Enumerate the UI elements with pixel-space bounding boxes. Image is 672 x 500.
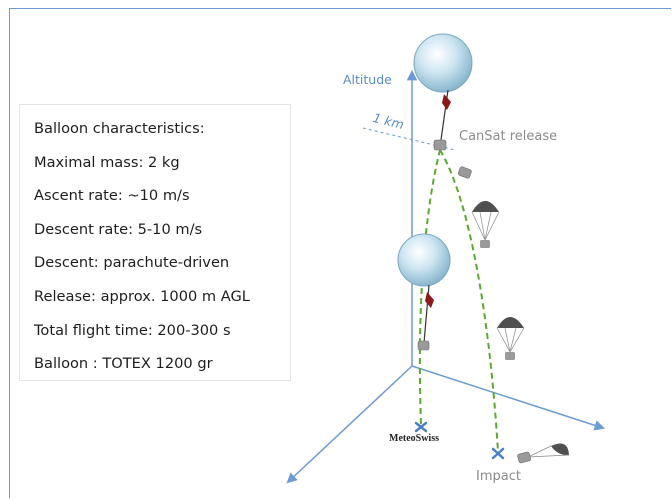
impact-marker-icon [491, 447, 505, 460]
landed-cansat [517, 443, 570, 464]
info-descent-rate: Descent rate: 5-10 m/s [34, 220, 203, 238]
diagram-frame [9, 8, 671, 498]
y-axis [286, 365, 413, 484]
parachute-2-canopy [497, 317, 524, 328]
info-balloon-type: Balloon : TOTEX 1200 gr [34, 355, 213, 373]
parachute-1-lines [471, 211, 500, 241]
balloon-low-gondola [425, 292, 434, 308]
landed-cansat-body [517, 451, 531, 464]
altitude-label: Altitude [343, 72, 392, 87]
cansat-release-label: CanSat release [459, 129, 558, 144]
impact-label: Impact [476, 469, 521, 484]
balloon-top-gondola [442, 94, 451, 110]
x-axis [411, 365, 605, 431]
info-release-altitude: Release: approx. 1000 m AGL [34, 287, 250, 305]
landed-parachute-lines [527, 445, 570, 458]
info-heading: Balloon characteristics: [34, 120, 205, 137]
parachute-2-cansat [505, 352, 515, 360]
parachute-descent-1 [471, 201, 500, 248]
balloon-low-envelope [397, 233, 451, 287]
balloon-top-envelope [413, 33, 473, 93]
cansat-ascending [417, 340, 430, 351]
balloon-ascending [397, 233, 451, 351]
balloon-characteristics-box: Balloon characteristics: Maximal mass: 2… [20, 105, 290, 380]
info-flight-time: Total flight time: 200-300 s [34, 321, 231, 339]
ascent-trajectory [418, 149, 441, 425]
parachute-descent-2 [496, 317, 525, 360]
landed-parachute-canopy [551, 443, 569, 456]
info-ascent-rate: Ascent rate: ~10 m/s [34, 187, 190, 205]
meteoswiss-marker-icon [414, 421, 428, 433]
cansat-at-release [433, 139, 447, 151]
trajectories [418, 149, 499, 453]
cansat-falling [457, 166, 472, 179]
parachute-2-lines [496, 327, 525, 353]
info-descent-type: Descent: parachute-driven [34, 254, 230, 272]
balloon-at-release [413, 33, 473, 151]
info-max-mass: Maximal mass: 2 kg [34, 153, 180, 171]
parachute-1-cansat [480, 240, 490, 248]
meteoswiss-label: MeteoSwiss [389, 433, 439, 444]
parachute-1-canopy [472, 201, 499, 212]
descent-trajectory [439, 149, 499, 453]
